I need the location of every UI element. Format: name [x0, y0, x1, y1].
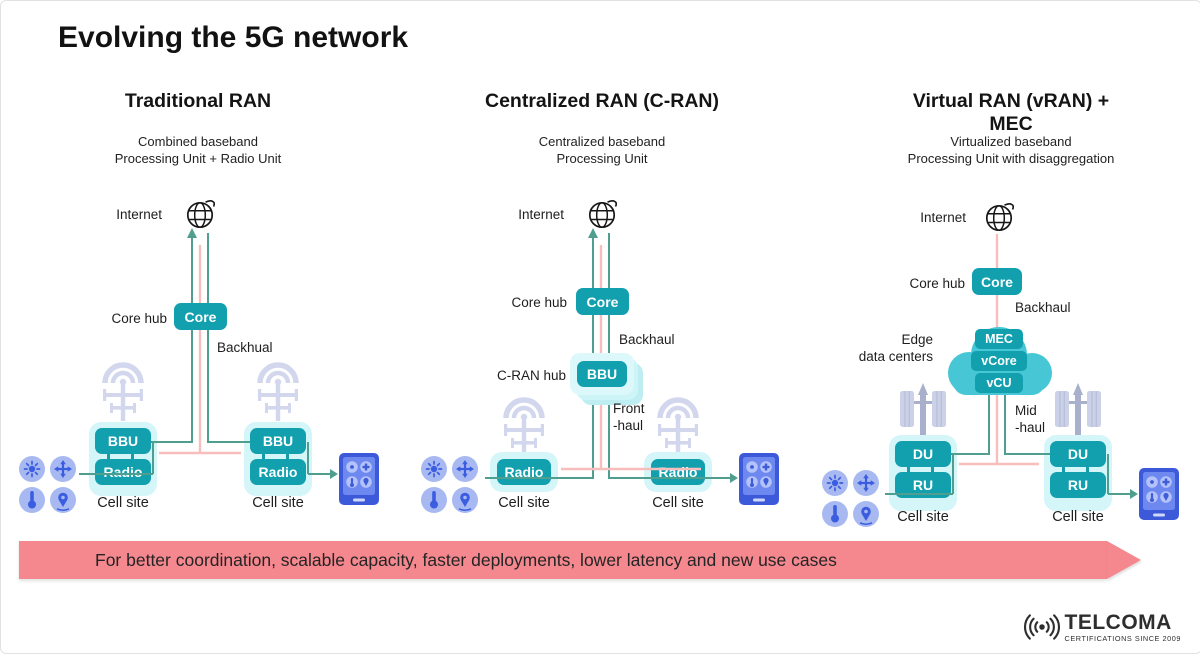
- benefits-banner-text: For better coordination, scalable capaci…: [95, 549, 837, 570]
- cell-site-label: Cell site: [897, 509, 949, 525]
- page-title: Evolving the 5G network: [58, 21, 409, 54]
- backhaul-label: Backhaul: [1015, 300, 1071, 315]
- column-subtitle: Virtualized baseband Processing Unit wit…: [881, 133, 1141, 167]
- internet-label: Internet: [518, 207, 564, 222]
- subtitle-line: Virtualized baseband: [950, 134, 1072, 149]
- core-box: Core: [174, 303, 227, 330]
- radio-box: Radio: [250, 459, 306, 485]
- core-hub-label: Core hub: [511, 295, 567, 310]
- bbu-box: BBU: [577, 361, 627, 387]
- column-subtitle: Combined baseband Processing Unit + Radi…: [80, 133, 316, 167]
- logo-brand: TELCOMA: [1064, 610, 1172, 634]
- subtitle-line: Combined baseband: [138, 134, 258, 149]
- column-heading-cran: Centralized RAN (C-RAN): [485, 90, 719, 112]
- column-subtitle: Centralized baseband Processing Unit: [484, 133, 720, 167]
- subtitle-line: Processing Unit: [556, 151, 648, 166]
- logo-text: TELCOMA CERTIFICATIONS SINCE 2009: [1065, 612, 1181, 642]
- internet-label: Internet: [920, 210, 966, 225]
- subtitle-line: Processing Unit + Radio Unit: [114, 151, 282, 166]
- fronthaul-line: Front: [613, 401, 645, 416]
- core-hub-label: Core hub: [909, 276, 965, 291]
- midhaul-line: -haul: [1015, 420, 1046, 435]
- radio-box: Radio: [95, 459, 151, 485]
- column-heading-traditional: Traditional RAN: [124, 90, 272, 112]
- globe-icon: [586, 197, 620, 231]
- subtitle-line: Centralized baseband: [538, 134, 666, 149]
- edge-line: data centers: [858, 349, 933, 364]
- core-box: Core: [972, 268, 1022, 295]
- signal-logo-icon: [1023, 611, 1061, 643]
- tablet-icon: [1139, 468, 1179, 520]
- backhaul-label: Backhaul: [619, 332, 675, 347]
- core-hub-label: Core hub: [111, 311, 167, 326]
- internet-label: Internet: [116, 207, 162, 222]
- cell-site-label: Cell site: [252, 495, 304, 511]
- bbu-box: BBU: [250, 428, 306, 454]
- radio-box: Radio: [497, 459, 551, 485]
- fronthaul-line: -haul: [613, 418, 644, 433]
- edge-line: Edge: [901, 332, 933, 347]
- du-box: DU: [1050, 441, 1106, 467]
- column-heading-vran: Virtual RAN (vRAN) + MEC: [912, 90, 1110, 135]
- iot-sensors-icon: [19, 456, 77, 514]
- antenna-tower-icon: [246, 355, 310, 423]
- cell-site-label: Cell site: [498, 495, 550, 511]
- cell-site-label: Cell site: [652, 495, 704, 511]
- antenna-tower-icon: [91, 355, 155, 423]
- midhaul-line: Mid: [1015, 403, 1037, 418]
- bbu-box: BBU: [95, 428, 151, 454]
- banner-arrow-tip: [1107, 541, 1141, 579]
- logo-tagline: CERTIFICATIONS SINCE 2009: [1064, 633, 1181, 643]
- fronthaul-label: Front -haul: [613, 400, 673, 434]
- benefits-banner: For better coordination, scalable capaci…: [19, 541, 1107, 579]
- vcore-box: vCore: [971, 351, 1027, 371]
- iot-sensors-icon: [822, 470, 880, 528]
- core-box: Core: [576, 288, 629, 315]
- edge-datacenters-label: Edge data centers: [835, 331, 933, 365]
- ru-box: RU: [895, 472, 951, 498]
- backhaul-label: Backhual: [217, 340, 273, 355]
- du-box: DU: [895, 441, 951, 467]
- cell-site-label: Cell site: [97, 495, 149, 511]
- cell-site-label: Cell site: [1052, 509, 1104, 525]
- midhaul-label: Mid -haul: [1015, 402, 1075, 436]
- subtitle-line: Processing Unit with disaggregation: [907, 151, 1115, 166]
- radio-box: Radio: [651, 459, 705, 485]
- ru-box: RU: [1050, 472, 1106, 498]
- tablet-icon: [739, 453, 779, 505]
- mec-box: MEC: [975, 329, 1023, 349]
- tablet-icon: [339, 453, 379, 505]
- telcoma-logo: TELCOMA CERTIFICATIONS SINCE 2009: [1023, 611, 1181, 643]
- globe-icon: [184, 197, 218, 231]
- cran-hub-label: C-RAN hub: [496, 368, 566, 383]
- iot-sensors-icon: [421, 456, 479, 514]
- vcu-box: vCU: [975, 373, 1023, 393]
- antenna-tower-icon: [492, 390, 556, 458]
- globe-icon: [983, 200, 1017, 234]
